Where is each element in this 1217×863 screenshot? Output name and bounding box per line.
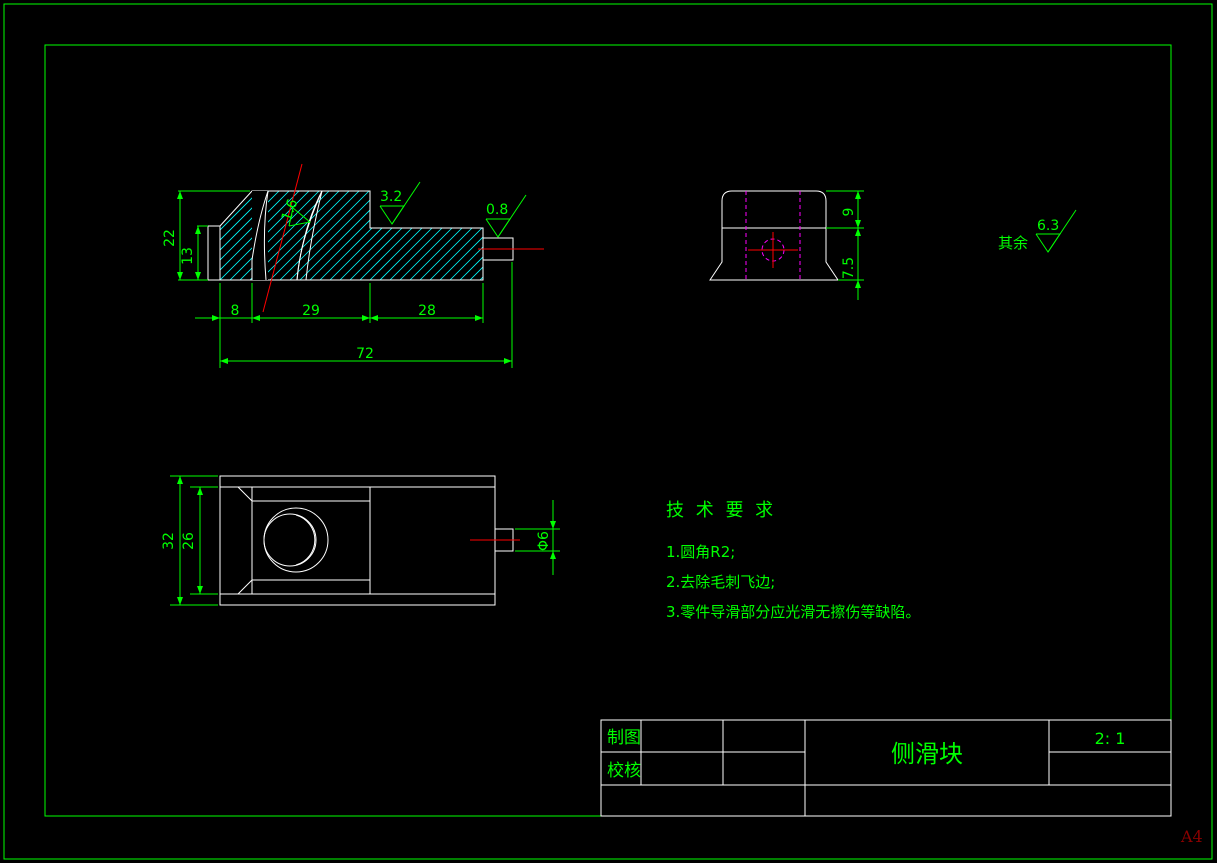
dim-32: 32 bbox=[161, 532, 177, 550]
top-view: 32 26 Φ6 bbox=[161, 475, 560, 606]
checked-label: 校核 bbox=[607, 761, 641, 781]
drawn-label: 制图 bbox=[607, 728, 641, 748]
dim-26: 26 bbox=[181, 532, 197, 550]
sheet-size: A4 bbox=[1180, 827, 1203, 846]
hatch-line bbox=[429, 191, 483, 280]
hatch-line bbox=[610, 180, 730, 300]
section-hatch bbox=[220, 180, 730, 300]
hatch-line bbox=[220, 191, 261, 280]
hatch-line bbox=[560, 180, 680, 300]
roughness-symbols-front: 3.2 0.8 1.6 bbox=[279, 181, 527, 238]
hatch-line bbox=[600, 180, 720, 300]
roughness-1-6: 1.6 bbox=[279, 197, 302, 223]
dim-13: 13 bbox=[180, 247, 196, 265]
dim-22: 22 bbox=[162, 229, 178, 247]
dim-28: 28 bbox=[418, 303, 436, 319]
hatch-line bbox=[540, 180, 660, 300]
hatch-line bbox=[520, 180, 640, 300]
tech-item-3: 3.零件导滑部分应光滑无擦伤等缺陷。 bbox=[666, 603, 920, 621]
hatch-line bbox=[580, 180, 700, 300]
part-name: 侧滑块 bbox=[891, 740, 963, 768]
dim-7-5: 7.5 bbox=[841, 257, 857, 279]
scale: 2: 1 bbox=[1095, 729, 1126, 748]
tech-item-2: 2.去除毛刺飞边; bbox=[666, 573, 775, 591]
hatch-line bbox=[249, 191, 371, 280]
hatch-line bbox=[239, 191, 361, 280]
hatch-line bbox=[550, 180, 670, 300]
side-view: 9 7.5 bbox=[709, 190, 864, 300]
inner-border bbox=[44, 44, 1172, 817]
hatch-line bbox=[220, 191, 291, 280]
hatch-line bbox=[220, 191, 271, 280]
dim-9: 9 bbox=[841, 208, 857, 217]
tech-requirements: 技 术 要 求 1.圆角R2; 2.去除毛刺飞边; 3.零件导滑部分应光滑无擦伤… bbox=[666, 500, 920, 621]
hatch-line bbox=[220, 191, 341, 280]
hatch-line bbox=[419, 191, 483, 280]
hatch-line bbox=[590, 180, 710, 300]
tech-item-1: 1.圆角R2; bbox=[666, 543, 735, 561]
dim-8: 8 bbox=[231, 303, 240, 319]
hatch-line bbox=[259, 191, 381, 280]
roughness-3-2: 3.2 bbox=[380, 189, 402, 205]
title-block: 制图 校核 侧滑块 2: 1 bbox=[600, 719, 1172, 817]
hatch-line bbox=[359, 191, 481, 280]
hatch-line bbox=[409, 191, 483, 280]
hatch-line bbox=[479, 191, 483, 280]
hatch-line bbox=[500, 180, 620, 300]
hatch-line bbox=[399, 191, 483, 280]
dim-phi6: Φ6 bbox=[536, 531, 552, 551]
hatch-line bbox=[570, 180, 690, 300]
hatch-line bbox=[469, 191, 483, 280]
hatch-line bbox=[490, 180, 610, 300]
dim-29: 29 bbox=[302, 303, 320, 319]
hatch-line bbox=[220, 191, 311, 280]
roughness-other: 其余 6.3 bbox=[998, 209, 1077, 253]
hatch-line bbox=[220, 191, 301, 280]
hatch-line bbox=[389, 191, 483, 280]
hatch-line bbox=[510, 180, 630, 300]
front-dimensions: 22 13 8 29 28 72 bbox=[162, 190, 513, 368]
hatch-line bbox=[439, 191, 483, 280]
tech-title: 技 术 要 求 bbox=[666, 500, 776, 521]
hatch-line bbox=[220, 191, 331, 280]
roughness-0-8: 0.8 bbox=[486, 202, 508, 218]
hatch-line bbox=[229, 191, 351, 280]
hatch-line bbox=[220, 191, 251, 280]
hatch-line bbox=[449, 191, 483, 280]
front-view bbox=[207, 163, 730, 313]
outer-border bbox=[3, 3, 1213, 860]
hatch-line bbox=[530, 180, 650, 300]
roughness-6-3: 6.3 bbox=[1037, 218, 1059, 234]
hatch-line bbox=[459, 191, 483, 280]
roughness-other-label: 其余 bbox=[998, 234, 1028, 252]
hatch-line bbox=[349, 191, 471, 280]
dim-72: 72 bbox=[356, 346, 374, 362]
